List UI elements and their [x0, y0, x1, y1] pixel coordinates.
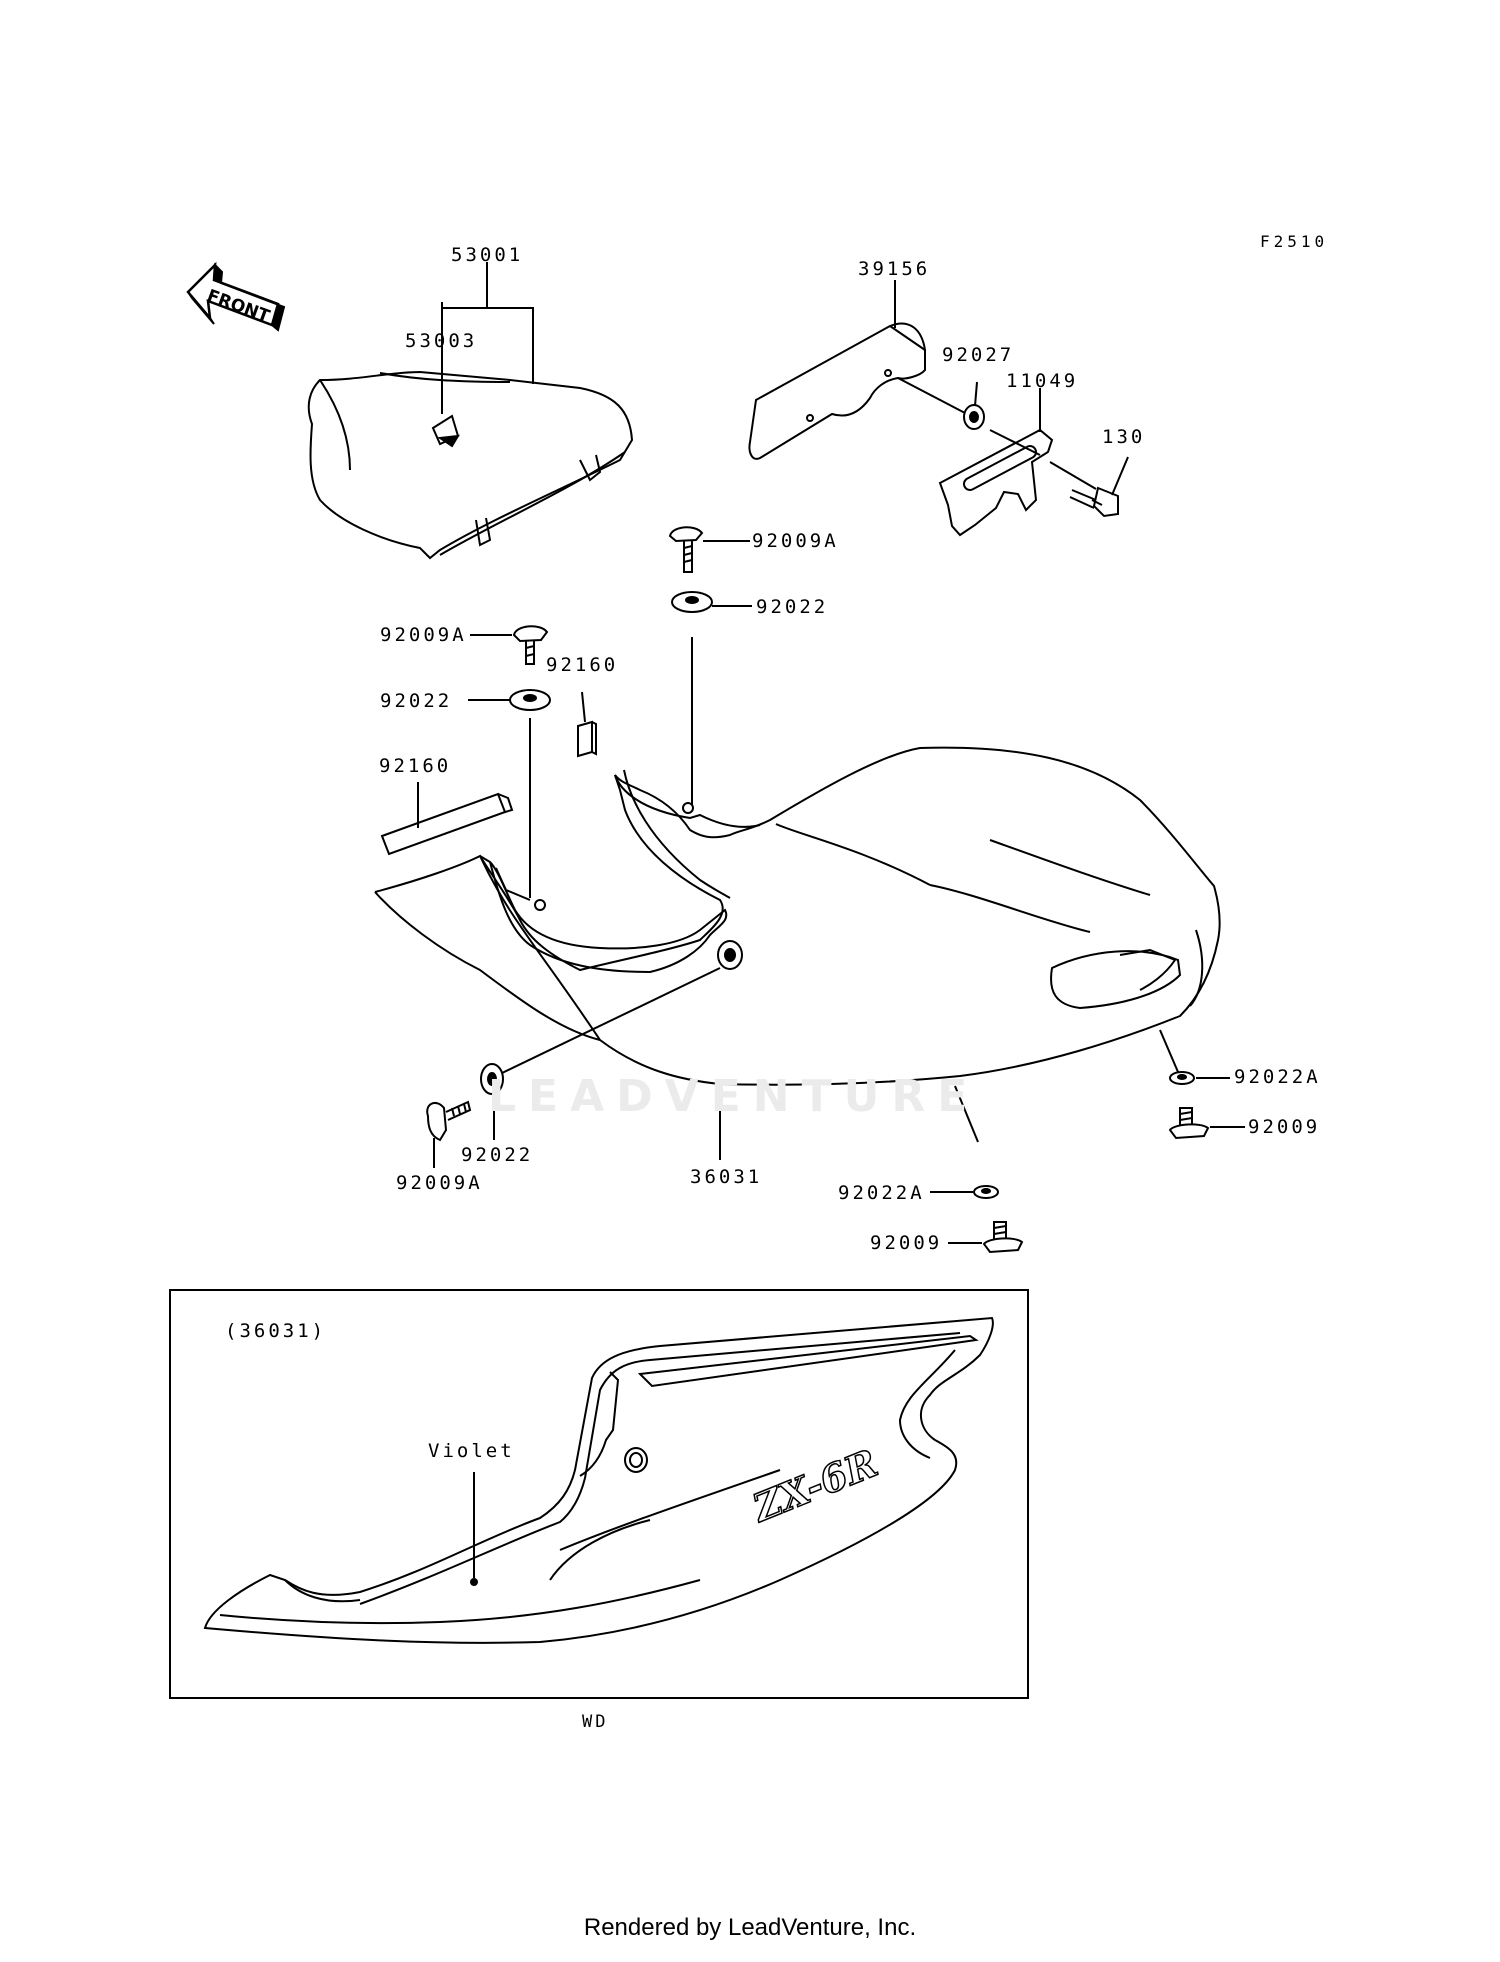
callout-92022a-bottom[interactable]: 92022A [838, 1182, 925, 1204]
callout-92022a-right[interactable]: 92022A [1234, 1066, 1321, 1088]
washer-92027-icon [898, 378, 984, 429]
region-code: WD [582, 1712, 609, 1732]
footer-credit: Rendered by LeadVenture, Inc. [583, 1914, 917, 1941]
callout-92027[interactable]: 92027 [942, 344, 1015, 366]
inset-part-ref: (36031) [225, 1320, 327, 1342]
callout-92009a-left[interactable]: 92009A [380, 624, 467, 646]
callout-92009-right[interactable]: 92009 [1248, 1116, 1321, 1138]
screw-92009-right-icon [1170, 1108, 1245, 1138]
callout-130[interactable]: 130 [1102, 426, 1146, 448]
callout-53001[interactable]: 53001 [451, 244, 524, 266]
bolt-130-icon [1050, 457, 1128, 516]
callout-11049[interactable]: 11049 [1006, 370, 1079, 392]
washer-92022-bottom-icon [481, 1064, 503, 1140]
callout-92160-small[interactable]: 92160 [546, 654, 619, 676]
spacer-92160-strip-icon [382, 782, 512, 854]
callout-92022-bottom[interactable]: 92022 [461, 1144, 534, 1166]
callout-92160-strip[interactable]: 92160 [379, 755, 452, 777]
bracket-11049-drawing [940, 388, 1052, 535]
callout-53003[interactable]: 53003 [405, 330, 478, 352]
seat-drawing [309, 302, 632, 558]
inset-color-note: Violet [428, 1440, 515, 1462]
front-arrow-icon: FRONT [188, 265, 284, 330]
callout-39156[interactable]: 39156 [858, 258, 931, 280]
pad-39156-drawing [749, 280, 925, 459]
inset-cover-drawing: ZX-6R [205, 1318, 993, 1643]
callout-92009a-bottom[interactable]: 92009A [396, 1172, 483, 1194]
callout-92022-left[interactable]: 92022 [380, 690, 453, 712]
washer-92022a-bottom-icon [930, 1186, 998, 1198]
washer-92022a-right-icon [1170, 1072, 1230, 1084]
watermark-text: LEADVENTURE [488, 1071, 980, 1122]
callout-92022-upper[interactable]: 92022 [756, 596, 829, 618]
screw-92009a-upper-icon [670, 527, 750, 572]
inset-logo-text: ZX-6R [745, 1440, 884, 1531]
screw-92009a-bottom-icon [427, 1102, 470, 1168]
washer-92022-upper-icon [672, 592, 752, 805]
diagram-code: F2510 [1260, 232, 1329, 251]
inset-frame [170, 1290, 1028, 1698]
washer-92022-left-icon [468, 690, 550, 898]
spacer-92160-small-icon [578, 692, 596, 756]
callout-92009a-upper[interactable]: 92009A [752, 530, 839, 552]
seat-cover-36031-drawing [375, 748, 1220, 1160]
callout-36031[interactable]: 36031 [690, 1166, 763, 1188]
screw-92009a-left-icon [470, 626, 547, 664]
callout-92009-bottom[interactable]: 92009 [870, 1232, 943, 1254]
screw-92009-bottom-icon [948, 1222, 1022, 1252]
